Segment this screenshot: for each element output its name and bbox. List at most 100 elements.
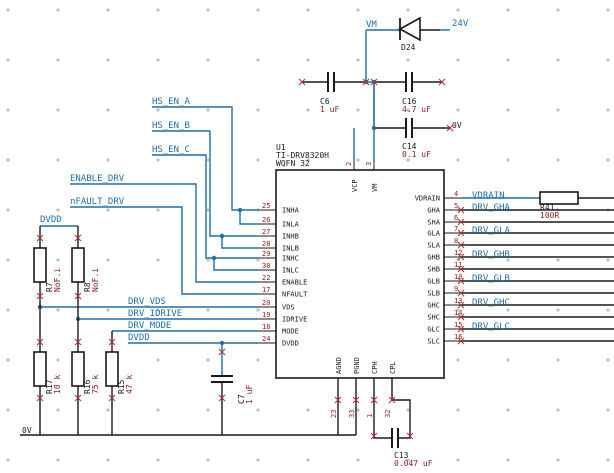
pin-number: 9 xyxy=(454,285,458,293)
ic-ref: U1 xyxy=(276,143,286,152)
net-enable-drv: ENABLE_DRV xyxy=(70,174,125,184)
pin-number: 24 xyxy=(262,335,270,343)
r7-value: NoF.i xyxy=(53,268,62,292)
ic-left-pins: 25INHA26INLA27INHB28INLB29INHC30INLC22EN… xyxy=(258,202,308,348)
resistor-r17: R17 10 k xyxy=(33,307,62,435)
resistor-r15: R15 47 k xyxy=(105,331,134,435)
pin-name: ENABLE xyxy=(282,279,307,287)
d24-ref: D24 xyxy=(401,43,416,52)
net-drv-glb: DRV_GLB xyxy=(472,274,510,284)
net-vdrain: VDRAIN xyxy=(472,191,505,201)
resistor-r41: R41 100R xyxy=(539,191,614,220)
pin-name: CPH xyxy=(371,361,379,374)
pin-name: SLC xyxy=(427,338,440,346)
pin-number: 14 xyxy=(454,309,462,317)
c6-value: 1 uF xyxy=(320,105,339,114)
r7-ref: R7 xyxy=(45,282,54,292)
pin-name: INLA xyxy=(282,221,300,229)
net-hs-en-a: HS_EN_A xyxy=(152,97,191,107)
resistor-r8: R8 NoF.i xyxy=(71,226,100,319)
pin-name: VDS xyxy=(282,304,295,312)
pin-number: 30 xyxy=(262,262,270,270)
pin-number: 27 xyxy=(262,228,270,236)
pin-number: 6 xyxy=(454,214,458,222)
pin-number: 12 xyxy=(454,249,462,257)
pin-number: 3 xyxy=(365,162,373,166)
pin-name: VCP xyxy=(351,179,359,192)
net-drv-vds: DRV_VDS xyxy=(128,297,166,307)
net-hs-en-b: HS_EN_B xyxy=(152,121,190,131)
pin-number: 32 xyxy=(384,410,392,418)
pin-name: AGND xyxy=(335,357,343,374)
pin-number: 23 xyxy=(330,410,338,418)
pin-name: SHC xyxy=(427,314,440,322)
c6-ref: C6 xyxy=(320,97,330,106)
net-label-vm: VM xyxy=(366,20,377,30)
wire-inlc xyxy=(213,258,258,271)
pin-name: IDRIVE xyxy=(282,316,307,324)
left-nets: HS_EN_A HS_EN_B HS_EN_C ENABLE_DRV nFAUL… xyxy=(37,97,258,376)
pin-number: 33 xyxy=(348,410,356,418)
pin-number: 25 xyxy=(262,202,270,210)
wire-enable xyxy=(70,183,258,283)
wire-inlb xyxy=(221,236,258,249)
pin-number: 7 xyxy=(454,225,458,233)
net-drv-ghc: DRV_GHC xyxy=(472,298,510,308)
pin-markers xyxy=(36,78,454,440)
pin-number: 8 xyxy=(454,237,458,245)
r8-value: NoF.i xyxy=(91,268,100,292)
wire-hs-en-c xyxy=(152,154,258,259)
net-drv-glc: DRV_GLC xyxy=(472,322,510,332)
c7-ref: C7 xyxy=(237,394,246,404)
net-drv-idrive: DRV_IDRIVE xyxy=(128,309,182,319)
pin-name: INLB xyxy=(282,245,299,253)
net-dvdd-left: DVDD xyxy=(40,215,62,225)
r17-ref: R17 xyxy=(45,379,54,394)
net-label-24v: 24V xyxy=(452,19,469,29)
pin-name: VDRAIN xyxy=(415,195,440,203)
c16-ref: C16 xyxy=(402,97,417,106)
right-nets: VDRAIN R41 100R DRV_GHA DRV_GLA DRV_GHB … xyxy=(462,191,614,332)
wire-vm-caps xyxy=(366,81,375,128)
r17-value: 10 k xyxy=(53,375,62,394)
net-dvdd-pin: DVDD xyxy=(128,333,150,343)
pin-name: GHB xyxy=(427,254,440,262)
pin-name: INHB xyxy=(282,233,299,241)
pin-number: 19 xyxy=(262,311,270,319)
pin-number: 16 xyxy=(454,333,462,341)
c7-value: 1 uF xyxy=(245,385,254,404)
pin-name: MODE xyxy=(282,328,299,336)
r15-value: 47 k xyxy=(125,375,134,394)
pin-number: 22 xyxy=(262,274,270,282)
pin-number: 18 xyxy=(262,323,270,331)
pin-number: 2 xyxy=(345,162,353,166)
pin-name: SLB xyxy=(427,290,440,298)
pin-number: 28 xyxy=(262,240,270,248)
diode-d24: D24 xyxy=(398,16,440,52)
ic-package: WQFN 32 xyxy=(276,159,310,168)
pin-name: VM xyxy=(371,184,379,192)
r41-ref: R41 xyxy=(540,203,555,212)
capacitor-c13: C13 0.047 uF xyxy=(373,378,433,468)
c13-value: 0.047 uF xyxy=(394,459,433,468)
ground-label-c14: 0V xyxy=(452,121,462,130)
pin-number: 1 xyxy=(366,414,374,418)
